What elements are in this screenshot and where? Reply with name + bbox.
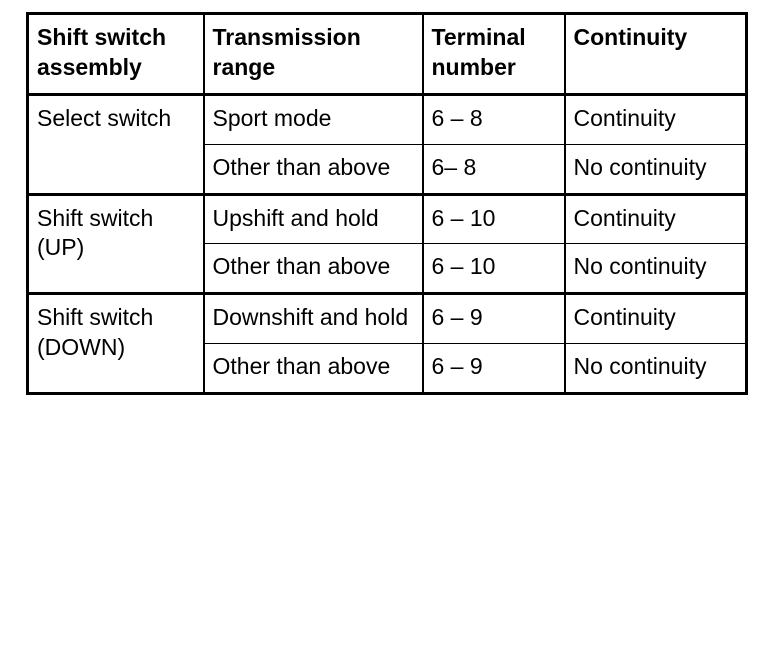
cell-terminal: 6 – 8: [421, 92, 566, 145]
cell-continuity: Continuity: [563, 92, 747, 145]
cell-assembly: Shift switch (DOWN): [27, 292, 205, 394]
cell-continuity: Continuity: [563, 292, 747, 345]
table-header: Shift switch assembly Transmission range…: [27, 13, 747, 96]
cell-continuity: No continuity: [563, 343, 747, 394]
cell-terminal: 6 – 10: [421, 192, 566, 245]
cell-terminal: 6 – 10: [421, 243, 566, 295]
cell-assembly: Shift switch (UP): [27, 192, 205, 294]
column-header-terminal: Terminal number: [421, 13, 566, 96]
column-header-assembly: Shift switch assembly: [27, 13, 205, 96]
column-header-range: Transmission range: [202, 13, 424, 96]
table-body: Select switch Sport mode 6 – 8 Continuit…: [27, 92, 747, 394]
cell-continuity: No continuity: [563, 243, 747, 295]
cell-terminal: 6 – 9: [421, 292, 566, 345]
cell-continuity: No continuity: [563, 143, 747, 195]
table-row: Other than above 6– 8 No continuity: [28, 143, 747, 195]
cell-range: Other than above: [203, 243, 424, 295]
shift-switch-continuity-table: Shift switch assembly Transmission range…: [26, 12, 748, 396]
cell-terminal: 6– 8: [421, 143, 566, 195]
column-header-continuity: Continuity: [563, 13, 747, 96]
table-row: Other than above 6 – 10 No continuity: [28, 243, 747, 295]
table-row: Shift switch (UP) Upshift and hold 6 – 1…: [27, 192, 747, 294]
table-row: Select switch Sport mode 6 – 8 Continuit…: [27, 92, 747, 195]
cell-range: Upshift and hold: [202, 192, 424, 245]
cell-range: Downshift and hold: [202, 292, 424, 345]
cell-range: Sport mode: [202, 92, 424, 145]
table-row: Shift switch (DOWN) Downshift and hold 6…: [27, 292, 747, 394]
header-row: Shift switch assembly Transmission range…: [27, 13, 747, 96]
cell-terminal: 6 – 9: [421, 343, 566, 394]
cell-assembly: Select switch: [27, 92, 205, 195]
table-row: Other than above 6 – 9 No continuity: [28, 343, 747, 394]
cell-range: Other than above: [203, 343, 424, 394]
cell-continuity: Continuity: [563, 192, 747, 245]
cell-range: Other than above: [203, 143, 424, 195]
